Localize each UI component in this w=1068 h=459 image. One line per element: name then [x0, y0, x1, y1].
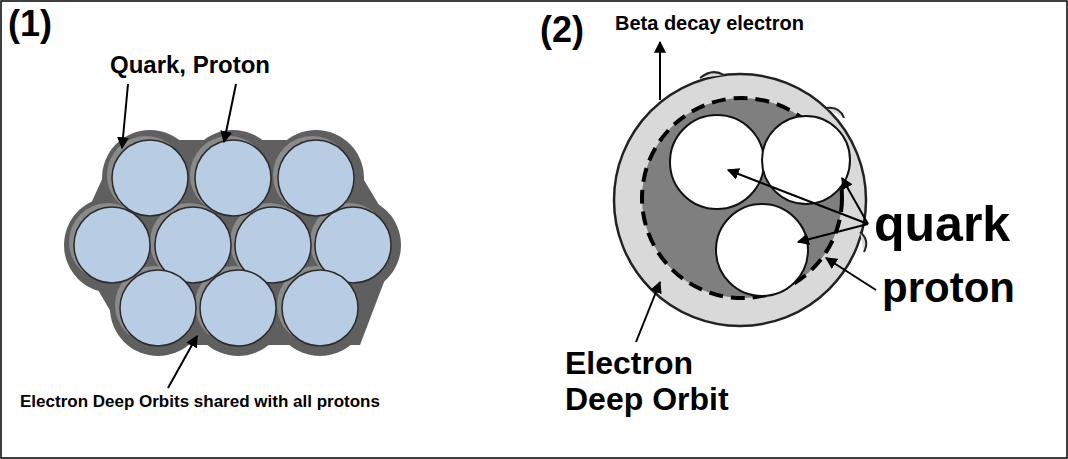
- leader-arrow: [636, 282, 660, 342]
- panel-number-box: (2): [540, 10, 584, 50]
- proton-circle: [74, 207, 150, 283]
- leader-arrow: [842, 178, 868, 224]
- orbit-bump: [826, 108, 844, 118]
- panel-number: (2): [540, 10, 584, 50]
- leader-arrow: [798, 224, 868, 242]
- orbit-bump: [860, 232, 866, 252]
- orbit-bump: [700, 72, 724, 78]
- emission-arrow: [659, 42, 661, 100]
- quark-circle: [762, 116, 850, 204]
- proton-circle: [195, 140, 271, 216]
- callout-label: proton: [882, 264, 1015, 311]
- leader-arrow: [224, 84, 236, 142]
- leader-arrow: [168, 336, 197, 388]
- panel-number-box: (1): [8, 4, 52, 44]
- proton-circle: [278, 140, 354, 216]
- quark-circle: [670, 115, 764, 209]
- callout-label-box: Electron Deep Orbit: [565, 346, 755, 418]
- callout-label-box: proton: [882, 264, 1015, 311]
- callout-label: Electron Deep Orbit: [565, 346, 755, 418]
- callout-label: quark: [874, 196, 1010, 252]
- proton-circle: [112, 140, 188, 216]
- quark-circle: [716, 204, 808, 296]
- callout-label-box: Electron Deep Orbits shared with all pro…: [20, 392, 380, 411]
- panel-number: (1): [8, 4, 52, 44]
- electron-orbit-ground: [72, 140, 400, 345]
- proton-circle: [120, 270, 196, 346]
- proton-circle: [200, 270, 276, 346]
- panel2-leaders: [636, 42, 876, 342]
- electron-deep-orbit-circle: [614, 74, 866, 326]
- callout-label-box: Quark, Proton: [110, 52, 270, 79]
- callout-label: Quark, Proton: [110, 52, 270, 79]
- leader-arrow: [826, 258, 876, 290]
- panel1-leaders: [122, 84, 236, 388]
- callout-label-box: quark: [874, 196, 1010, 252]
- nucleus-cluster: [64, 130, 401, 356]
- leader-arrow: [122, 84, 128, 148]
- callout-label-box: Beta decay electron: [615, 12, 804, 34]
- callout-label: Beta decay electron: [615, 12, 804, 34]
- leader-arrow: [728, 170, 868, 224]
- callout-label: Electron Deep Orbits shared with all pro…: [20, 392, 380, 411]
- electron-orbit-blob: [64, 130, 401, 356]
- proton-circle: [282, 270, 358, 346]
- protons: [74, 140, 391, 346]
- proton-model: [614, 72, 866, 326]
